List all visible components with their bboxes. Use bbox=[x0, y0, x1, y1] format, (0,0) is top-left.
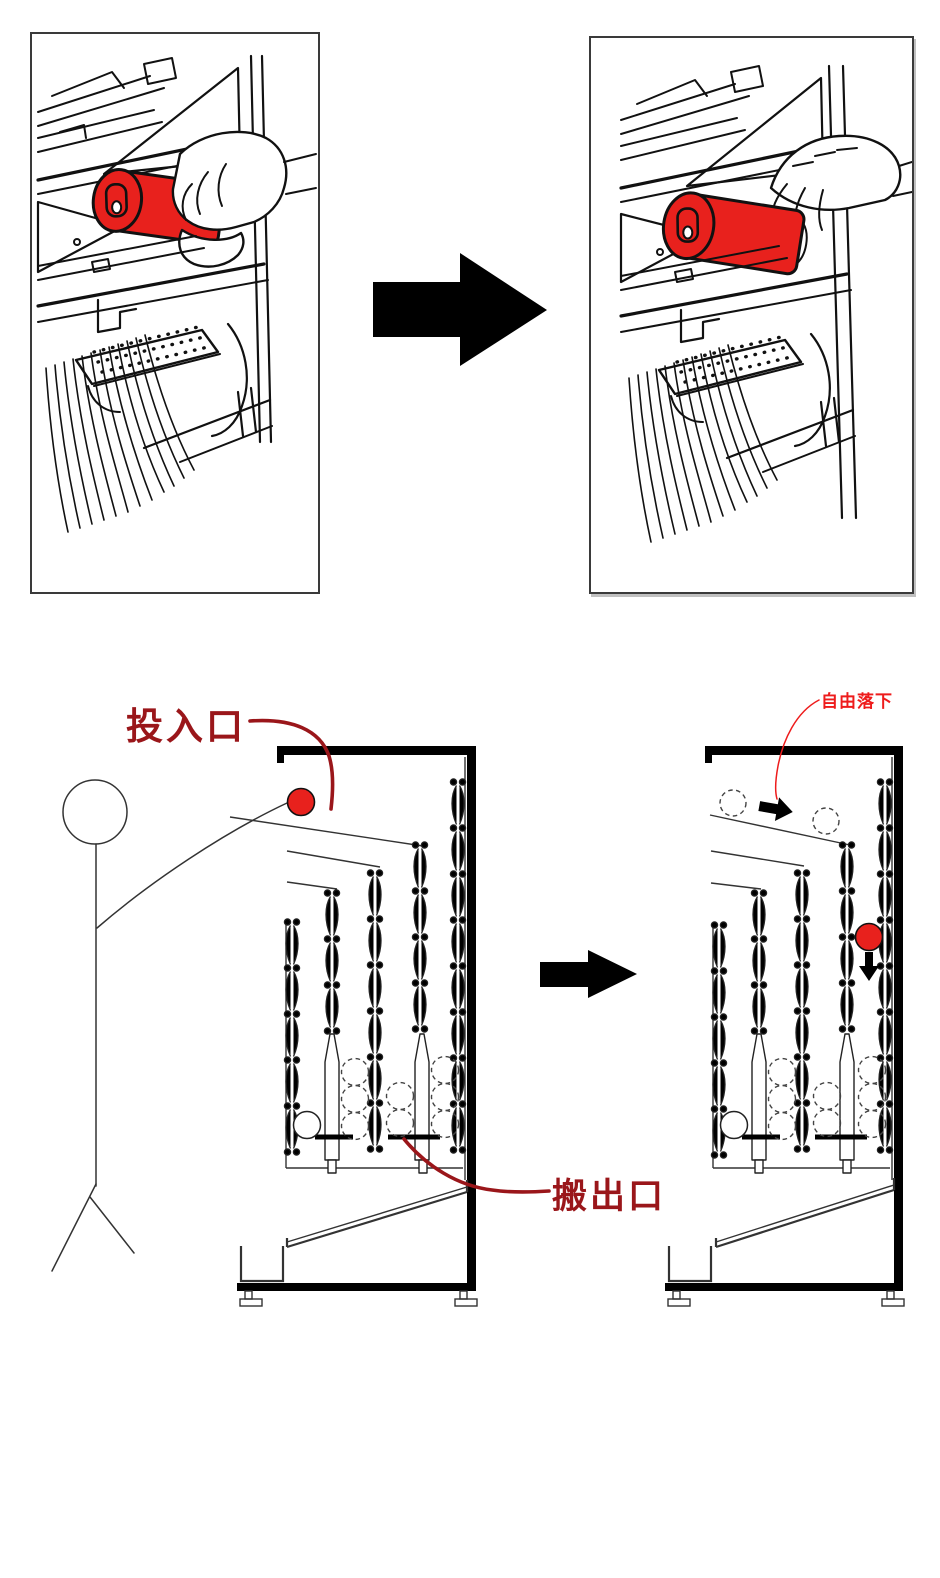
bottom-diagonals bbox=[725, 396, 856, 473]
thumb bbox=[178, 228, 245, 268]
can-ball-falling bbox=[854, 922, 884, 952]
machine-left bbox=[229, 746, 478, 1307]
can-path bbox=[719, 789, 884, 981]
outlet-label: 搬出口 bbox=[552, 1177, 667, 1216]
column-guides bbox=[751, 1033, 855, 1174]
stored-cans bbox=[292, 1055, 460, 1141]
bottom-diagonals bbox=[142, 386, 273, 463]
arrow-right-icon bbox=[540, 950, 637, 998]
arrow-right-icon bbox=[373, 253, 547, 366]
machine-feet bbox=[239, 1290, 478, 1307]
mid-shelf-lines bbox=[619, 245, 852, 344]
serpentine-columns bbox=[283, 779, 467, 1156]
vending-machine-schematic bbox=[51, 699, 905, 1307]
stick-figure-head bbox=[62, 779, 128, 845]
inlet-label: 投入口 bbox=[126, 706, 246, 747]
thumb-tip bbox=[796, 222, 808, 265]
stick-figure-arm bbox=[96, 802, 288, 929]
machine-right bbox=[665, 746, 905, 1307]
dispensing-tray bbox=[74, 322, 248, 438]
fan-lines bbox=[45, 334, 195, 533]
fan-lines bbox=[628, 344, 778, 543]
pull-tab-icon bbox=[676, 207, 700, 243]
stick-figure bbox=[51, 779, 288, 1272]
drop-arrow-icon bbox=[859, 952, 879, 981]
insert-can-illustration bbox=[36, 54, 317, 533]
free-fall-leader-line bbox=[774, 699, 820, 800]
open-hand bbox=[769, 134, 912, 231]
stored-cans bbox=[719, 1055, 887, 1141]
pull-tab-icon bbox=[104, 182, 128, 218]
delivery-chute bbox=[667, 1178, 896, 1283]
column-guides bbox=[324, 1033, 430, 1174]
can-ball-inlet bbox=[286, 787, 316, 817]
machine-feet bbox=[667, 1290, 905, 1307]
ghost-can-2 bbox=[812, 807, 840, 835]
inlet-leader-line bbox=[248, 718, 335, 811]
red-can bbox=[661, 191, 808, 276]
roll-arrow-icon bbox=[758, 797, 793, 821]
mid-shelf-lines bbox=[36, 235, 269, 334]
gripping-hand bbox=[171, 130, 317, 268]
outlet-leader-line bbox=[402, 1137, 551, 1194]
free-fall-label: 自由落下 bbox=[821, 692, 893, 711]
step-1-panel bbox=[30, 32, 320, 594]
ghost-can-1 bbox=[719, 789, 747, 817]
step-2-panel bbox=[589, 36, 914, 594]
release-can-illustration bbox=[619, 64, 912, 543]
inlet-ramp bbox=[229, 816, 424, 847]
delivery-chute bbox=[239, 1180, 469, 1283]
machine-frame-bars bbox=[249, 54, 273, 444]
